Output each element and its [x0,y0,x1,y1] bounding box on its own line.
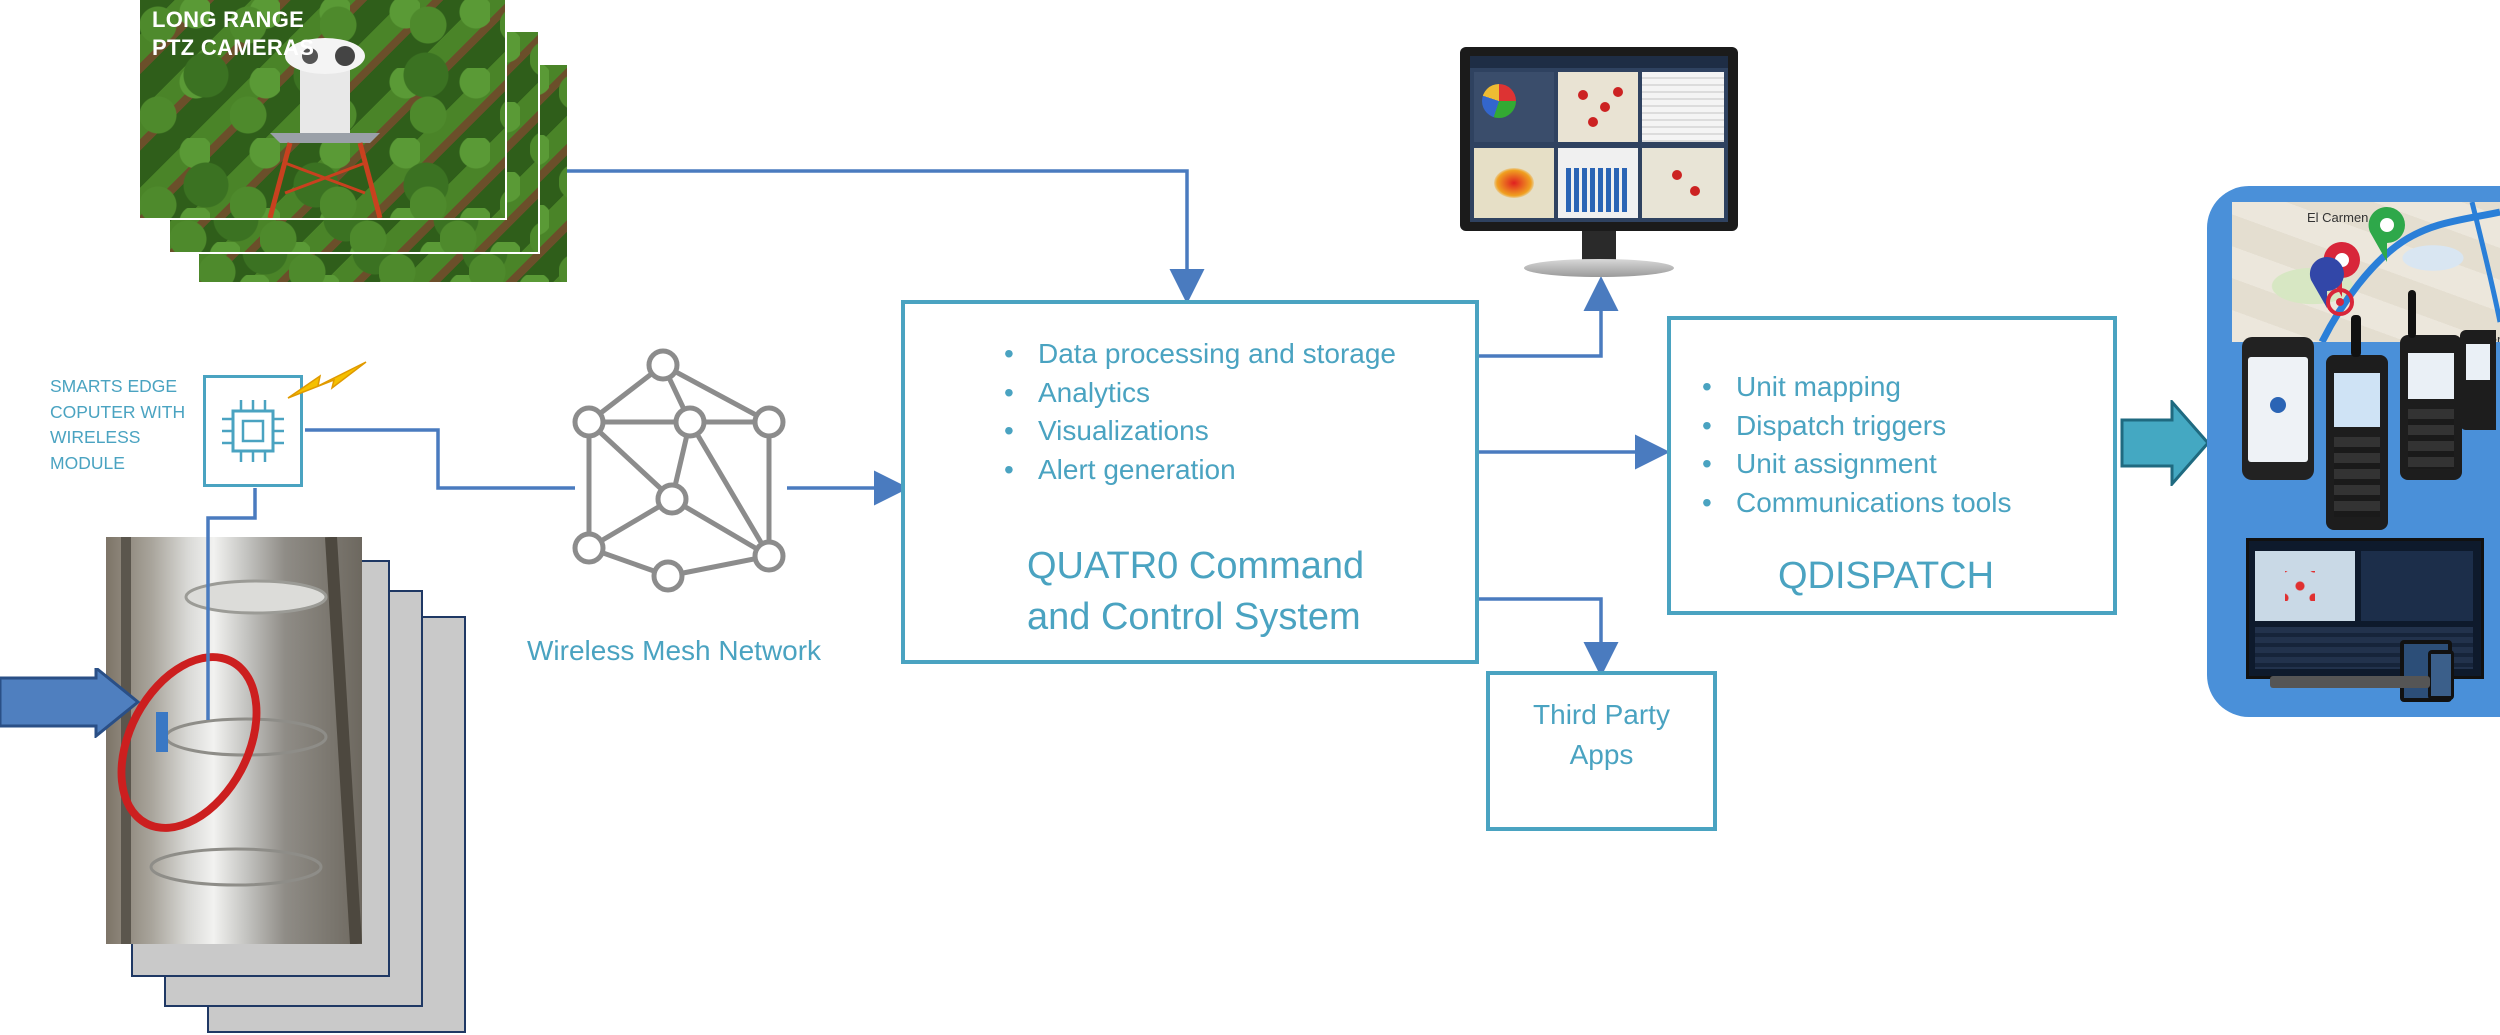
qdispatch-bullet: Dispatch triggers [1698,407,2011,446]
edge-to-mesh-line [305,428,575,490]
camera-photo-front: LONG RANGE PTZ CAMERAS [138,0,507,220]
monitor-image [1460,47,1740,282]
quatro-bullet: Analytics [1000,374,1396,413]
qdispatch-bullet: Communications tools [1698,484,2011,523]
input-arrow-icon [0,668,140,738]
third-party-line2: Apps [1569,739,1634,770]
quatro-title-line1: QUATR0 Command [1027,545,1365,587]
edge-label-line: COPUTER WITH [50,401,186,422]
qdispatch-box: Unit mapping Dispatch triggers Unit assi… [1667,316,2117,615]
third-party-box: Third Party Apps [1486,671,1717,831]
quatro-title: QUATR0 Command and Control System [1027,541,1364,643]
edge-label: SMARTS EDGE COPUTER WITH WIRELESS MODULE [50,374,185,476]
qdispatch-title: QDISPATCH [1778,555,1995,597]
mesh-network-icon [572,348,786,593]
quatro-bullet: Alert generation [1000,451,1396,490]
phone-device [2428,650,2454,700]
edge-label-line: MODULE [50,452,125,473]
cameras-label-line1: LONG RANGE [152,7,305,32]
third-party-label: Third Party Apps [1490,695,1713,775]
quatro-to-monitor-line [1478,276,1619,358]
map-place-label: El Carmen [2307,210,2369,225]
mesh-label: Wireless Mesh Network [527,635,822,666]
edge-label-line: WIRELESS [50,427,141,447]
edge-label-line: SMARTS EDGE [50,376,178,396]
quatro-box: Data processing and storage Analytics Vi… [901,300,1479,664]
map-route-icon [2318,202,2500,342]
quatro-to-thirdparty-line [1478,597,1619,677]
third-party-line1: Third Party [1533,699,1670,730]
cameras-label-line2: PTZ CAMERAS [152,35,315,60]
dispatch-map: El Carmen eser [2232,202,2500,342]
quatro-bullet-list: Data processing and storage Analytics Vi… [1000,335,1396,489]
chip-icon [222,400,284,462]
camera-tower-icon [267,38,383,218]
qdispatch-bullet: Unit mapping [1698,368,2011,407]
pipe-photo [106,537,362,944]
edge-computer-box [203,375,303,487]
handheld-radio-device [2400,290,2462,480]
smartphone-device [2242,337,2314,480]
quatro-bullet: Data processing and storage [1000,335,1396,374]
cameras-label: LONG RANGE PTZ CAMERAS [152,6,314,62]
lightning-icon [287,361,367,399]
console-keyboard [2270,676,2430,688]
quatro-bullet: Visualizations [1000,412,1396,451]
camera-to-quatro-line [567,169,1205,304]
quatro-title-line2: and Control System [1027,596,1361,638]
qdispatch-bullet: Unit assignment [1698,445,2011,484]
qdispatch-bullet-list: Unit mapping Dispatch triggers Unit assi… [1698,368,2011,522]
handheld-radio-device [2460,330,2496,430]
handheld-radio-device [2326,315,2388,530]
output-arrow-icon [2120,400,2210,486]
map-pin-icon [2309,206,2405,316]
